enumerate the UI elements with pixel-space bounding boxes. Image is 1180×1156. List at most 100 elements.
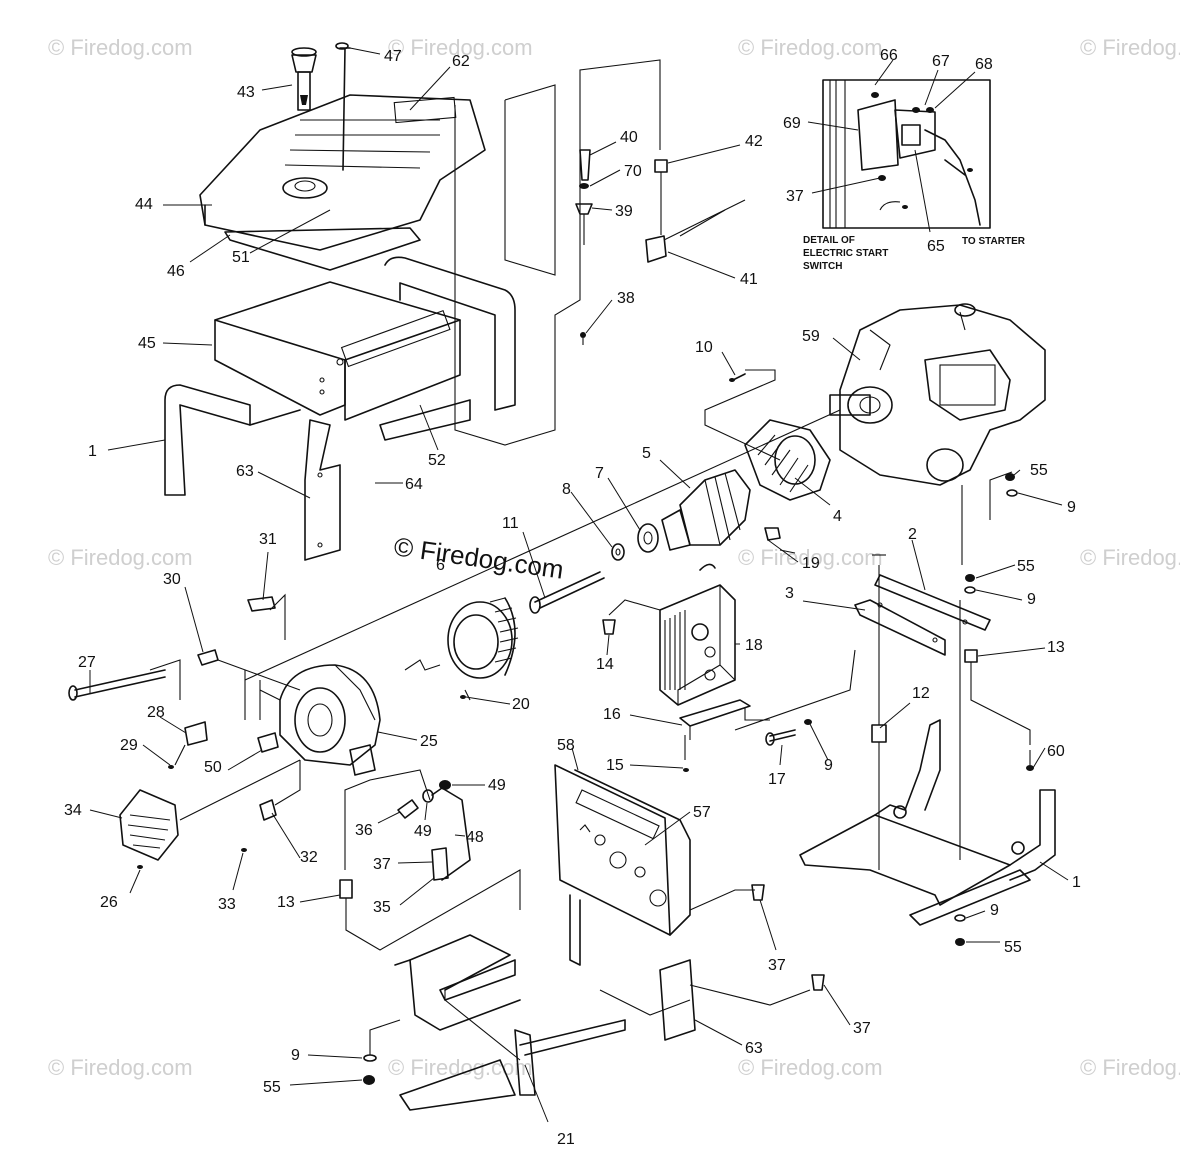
end-bell <box>259 664 381 776</box>
callout-37b: 37 <box>373 856 391 873</box>
fuel-gauge <box>335 42 351 171</box>
callout-labels: 66 67 68 69 37 65 47 62 43 44 46 51 45 5… <box>64 47 1081 1148</box>
bracket-2-3 <box>854 574 991 656</box>
callout-57: 57 <box>693 804 711 821</box>
callout-47: 47 <box>384 48 402 65</box>
bracket-63-upper <box>304 419 341 561</box>
callout-25: 25 <box>420 733 438 750</box>
tank-gasket <box>224 227 421 271</box>
bracket-63-lower <box>599 959 825 1041</box>
callout-67: 67 <box>932 53 950 70</box>
rotor <box>637 469 751 553</box>
watermark-text: © Firedog.com <box>738 35 883 60</box>
detail-caption-2: ELECTRIC START <box>803 248 888 259</box>
stator <box>404 597 519 701</box>
frame-tube-upper <box>164 256 516 496</box>
callout-17: 17 <box>768 771 786 788</box>
callout-68: 68 <box>975 56 993 73</box>
watermark-text: © Firedog.com <box>1080 545 1180 570</box>
frame-lower <box>363 894 626 1111</box>
detail-caption-1: DETAIL OF <box>803 235 855 246</box>
callout-11: 11 <box>502 515 519 532</box>
callout-31: 31 <box>259 531 277 548</box>
callout-48: 48 <box>466 829 484 846</box>
callout-19: 19 <box>802 555 820 572</box>
callout-59: 59 <box>802 328 820 345</box>
callout-41: 41 <box>740 271 758 288</box>
callout-13: 13 <box>1047 639 1065 656</box>
callout-62: 62 <box>452 53 470 70</box>
watermark-text: © Firedog.com <box>388 35 533 60</box>
callout-37d: 37 <box>853 1020 871 1037</box>
callout-3: 3 <box>785 585 794 602</box>
control-box-45 <box>214 281 461 421</box>
fuel-cap <box>291 47 317 111</box>
callout-69: 69 <box>783 115 801 132</box>
callout-5: 5 <box>642 445 651 462</box>
detail-box: DETAIL OF ELECTRIC START SWITCH TO START… <box>803 79 1026 272</box>
callout-18: 18 <box>745 637 763 654</box>
watermark-text: © Firedog.com <box>48 35 193 60</box>
brackets-32-33 <box>241 760 301 852</box>
watermark-text: © Firedog.com <box>738 1055 883 1080</box>
callout-52: 52 <box>428 452 446 469</box>
screw-14 <box>602 599 661 635</box>
watermark-text: © Firedog.com <box>1080 35 1180 60</box>
detail-caption-3: SWITCH <box>803 261 842 272</box>
callout-43: 43 <box>237 84 255 101</box>
callout-39: 39 <box>615 203 633 220</box>
callout-37c: 37 <box>768 957 786 974</box>
screw-38 <box>580 332 586 345</box>
callout-13b: 13 <box>277 894 295 911</box>
callout-1b: 1 <box>1072 874 1081 891</box>
callout-8: 8 <box>562 481 571 498</box>
callout-66: 66 <box>880 47 898 64</box>
callout-51: 51 <box>232 249 250 266</box>
control-box-18 <box>659 563 770 772</box>
callout-10: 10 <box>695 339 713 356</box>
callout-12: 12 <box>912 685 930 702</box>
watermark-text: © Firedog.com <box>48 545 193 570</box>
through-bolt <box>529 571 605 614</box>
control-panel <box>554 764 691 936</box>
callout-37: 37 <box>786 188 804 205</box>
watermark-text: © Firedog.com <box>388 1055 533 1080</box>
callout-40: 40 <box>620 129 638 146</box>
callout-4: 4 <box>833 508 842 525</box>
fuel-tank <box>199 94 486 251</box>
watermark-text: © Firedog.com <box>1080 1055 1180 1080</box>
callout-49b: 49 <box>488 777 506 794</box>
watermark-text: © Firedog.com <box>48 1055 193 1080</box>
watermark-center: © Firedog.com <box>392 531 565 584</box>
callout-65: 65 <box>927 238 945 255</box>
engine <box>829 303 1046 486</box>
callout-leaders <box>89 47 1069 1123</box>
callout-21: 21 <box>557 1131 575 1148</box>
callout-9c: 9 <box>824 757 833 774</box>
frame-lower-right <box>799 719 1056 946</box>
callout-1: 1 <box>88 443 97 460</box>
callout-34: 34 <box>64 802 82 819</box>
callout-64: 64 <box>405 476 423 493</box>
to-starter-label: TO STARTER <box>962 236 1026 247</box>
washer <box>611 543 625 561</box>
fuel-line <box>339 769 521 951</box>
callout-14: 14 <box>596 656 614 673</box>
callout-50: 50 <box>204 759 222 776</box>
choke-cable <box>645 159 746 263</box>
callout-2: 2 <box>908 526 917 543</box>
screw-37 <box>689 884 765 911</box>
callout-26: 26 <box>100 894 118 911</box>
callout-36: 36 <box>355 822 373 839</box>
callout-33: 33 <box>218 896 236 913</box>
callout-9: 9 <box>1067 499 1076 516</box>
callout-63b: 63 <box>745 1040 763 1057</box>
callout-35: 35 <box>373 899 391 916</box>
callout-9d: 9 <box>990 902 999 919</box>
callout-29: 29 <box>120 737 138 754</box>
screw-10 <box>704 369 781 461</box>
callout-9e: 9 <box>291 1047 300 1064</box>
callout-20: 20 <box>512 696 530 713</box>
callout-9b: 9 <box>1027 591 1036 608</box>
